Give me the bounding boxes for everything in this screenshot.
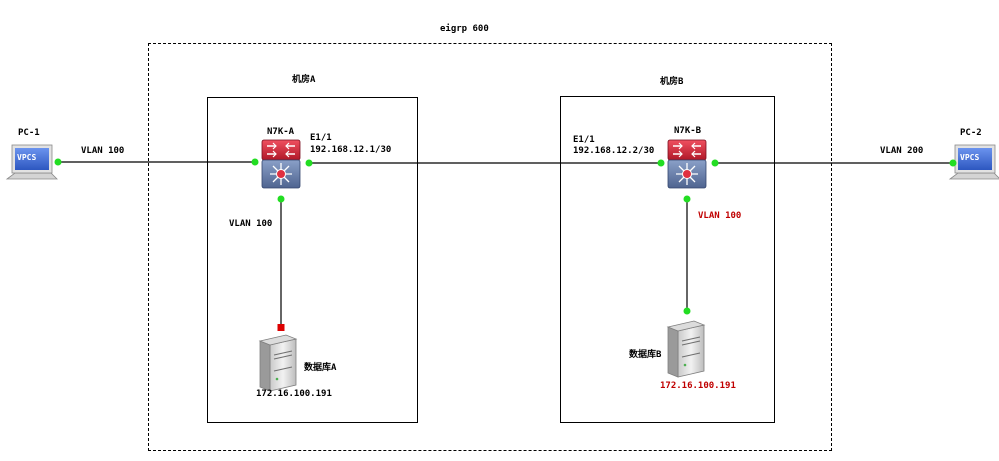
n7ka-name: N7K-A	[267, 127, 295, 137]
n7ka-interface: E1/1	[310, 133, 332, 143]
pc2-screen-text: VPCS	[960, 153, 980, 162]
port-up-indicator	[711, 159, 719, 167]
n7kb-name: N7K-B	[674, 126, 702, 136]
port-up-indicator	[657, 159, 665, 167]
link-label-pc1-n7ka: VLAN 100	[81, 146, 125, 156]
db-b-ip: 172.16.100.191	[660, 381, 736, 391]
pc1-screen-text: VPCS	[17, 153, 37, 162]
db-a-name: 数据库A	[304, 363, 337, 373]
room-a-label: 机房A	[292, 75, 316, 85]
link-label-n7kb-pc2: VLAN 200	[880, 146, 924, 156]
db-a-ip: 172.16.100.191	[256, 389, 332, 399]
room-b-label: 机房B	[660, 77, 684, 87]
link-label-n7ka-dba: VLAN 100	[229, 219, 273, 229]
port-up-indicator	[683, 307, 691, 315]
pc1-name: PC-1	[18, 128, 40, 138]
n7kb-interface: E1/1	[573, 135, 595, 145]
room-a-box	[207, 97, 418, 423]
port-up-indicator	[54, 158, 62, 166]
domain-label: eigrp 600	[440, 24, 489, 34]
port-up-indicator	[683, 195, 691, 203]
port-up-indicator	[949, 159, 957, 167]
n7ka-interface-ip: 192.168.12.1/30	[310, 145, 392, 155]
db-b-name: 数据库B	[629, 350, 662, 360]
port-up-indicator	[277, 195, 285, 203]
pc2-name: PC-2	[960, 128, 982, 138]
port-up-indicator	[251, 158, 259, 166]
room-b-box	[560, 96, 775, 423]
eigrp-domain-box	[148, 43, 832, 451]
port-up-indicator	[305, 159, 313, 167]
port-down-indicator	[277, 324, 285, 331]
link-label-n7kb-dbb: VLAN 100	[698, 211, 742, 221]
n7kb-interface-ip: 192.168.12.2/30	[573, 146, 655, 156]
